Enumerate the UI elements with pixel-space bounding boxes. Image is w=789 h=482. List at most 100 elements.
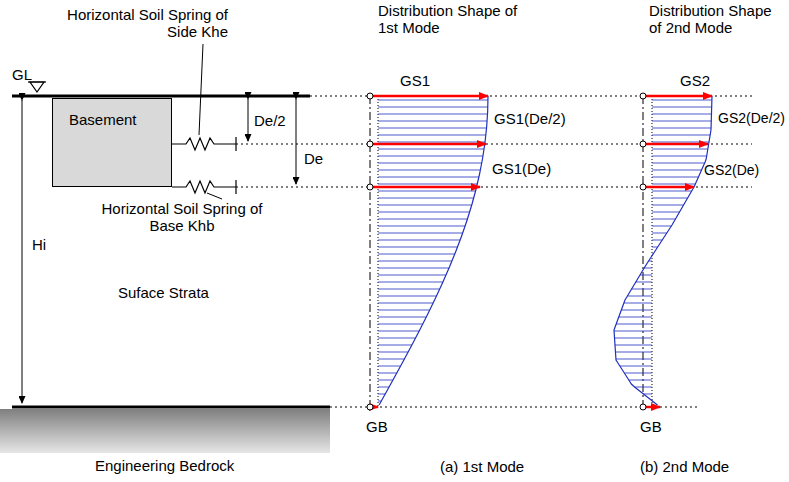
hatch-line <box>378 107 488 108</box>
hatch-line <box>652 240 662 241</box>
hatch-line <box>378 394 385 395</box>
hatch-line <box>640 275 652 276</box>
hatch-line <box>378 170 480 171</box>
hatch-line <box>652 107 712 108</box>
hatch-line <box>378 198 474 199</box>
figure-label: GB <box>366 418 388 435</box>
figure-label: GS2(De/2) <box>718 110 785 127</box>
figure-label: GL <box>12 66 32 83</box>
hatch-line <box>378 345 412 346</box>
hatch-line <box>652 191 692 192</box>
hatch-line <box>378 254 455 255</box>
hatch-line <box>378 310 430 311</box>
figure-label: GB <box>640 418 662 435</box>
hatch-line <box>632 289 652 290</box>
mode-curve <box>614 96 712 405</box>
hatch-line <box>378 289 440 290</box>
hatch-line <box>378 156 483 157</box>
hatch-line <box>652 163 705 164</box>
hatch-line <box>378 240 460 241</box>
hatch-line <box>616 324 652 325</box>
hatch-line <box>378 142 485 143</box>
hatch-line <box>378 163 482 164</box>
figure-label: De <box>304 150 323 167</box>
hatch-line <box>378 275 446 276</box>
hatch-line <box>378 233 463 234</box>
hatch-line <box>616 359 652 360</box>
hatch-line <box>378 268 449 269</box>
hatch-line <box>615 345 652 346</box>
hatch-line <box>652 170 702 171</box>
hatch-line <box>378 282 443 283</box>
hatch-line <box>652 142 709 143</box>
basement-box: Basement <box>52 98 172 187</box>
hatch-line <box>378 380 393 381</box>
hatch-line <box>378 149 484 150</box>
hatch-line <box>652 135 710 136</box>
mode-curve <box>379 96 488 405</box>
figure-label: Distribution Shape of 1st Mode <box>378 2 518 36</box>
figure-label: Horizontal Soil Spring of Side Khe <box>58 6 228 40</box>
hatch-line <box>378 184 477 185</box>
hatch-line <box>624 373 652 374</box>
hatch-line <box>635 387 652 388</box>
hatch-line <box>615 352 652 353</box>
hatch-line <box>378 387 389 388</box>
hatch-line <box>378 366 401 367</box>
hatch-line <box>378 261 452 262</box>
figure-label: GS1(De) <box>492 160 551 177</box>
hatch-line <box>652 149 708 150</box>
figure-label: (a) 1st Mode <box>440 458 524 475</box>
hatch-line <box>615 338 652 339</box>
hatch-line <box>378 212 470 213</box>
hatch-line <box>378 191 476 192</box>
hatch-line <box>378 121 487 122</box>
hatch-line <box>636 282 652 283</box>
hatch-line <box>378 177 479 178</box>
hatch-line <box>378 296 436 297</box>
hatch-line <box>378 373 397 374</box>
hatch-line <box>378 100 488 101</box>
hatch-line <box>378 324 423 325</box>
hatch-line <box>624 303 652 304</box>
hatch-line <box>378 359 404 360</box>
hatch-line <box>378 303 433 304</box>
figure-label: De/2 <box>254 112 286 129</box>
hatch-line <box>378 226 465 227</box>
hatch-line <box>652 219 675 220</box>
hatch-line <box>652 205 684 206</box>
figure-label: Hi <box>32 236 46 253</box>
figure-label: GS1 <box>400 72 430 89</box>
hatch-line <box>652 121 711 122</box>
hatch-line <box>378 219 467 220</box>
figure-label: Distribution Shape of 2nd Mode <box>649 2 785 36</box>
hatch-line <box>378 128 487 129</box>
hatch-line <box>652 226 671 227</box>
hatch-line <box>629 380 652 381</box>
figure-label: (b) 2nd Mode <box>640 458 729 475</box>
bedrock-band: Engineering Bedrock <box>0 409 330 453</box>
figure-label: GS2 <box>680 72 710 89</box>
hatch-line <box>652 198 688 199</box>
hatch-line <box>619 317 652 318</box>
hatch-line <box>652 156 707 157</box>
hatch-line <box>378 338 416 339</box>
hatch-line <box>652 128 711 129</box>
figure-label: Horizontal Soil Spring of Base Khb <box>92 200 272 234</box>
hatch-line <box>378 135 486 136</box>
figure-label: GS1(De/2) <box>494 110 566 127</box>
hatch-line <box>621 310 652 311</box>
node-label: Basement <box>69 111 137 128</box>
hatch-line <box>627 296 652 297</box>
hatch-line <box>644 268 652 269</box>
hatch-line <box>378 317 426 318</box>
hatch-line <box>652 212 680 213</box>
hatch-line <box>620 366 652 367</box>
band-label: Engineering Bedrock <box>95 457 234 474</box>
hatch-line <box>614 331 652 332</box>
hatch-line <box>652 177 698 178</box>
figure-label: Suface Strata <box>118 284 209 301</box>
figure-label: GS2(De) <box>704 162 759 179</box>
hatch-line <box>378 205 472 206</box>
